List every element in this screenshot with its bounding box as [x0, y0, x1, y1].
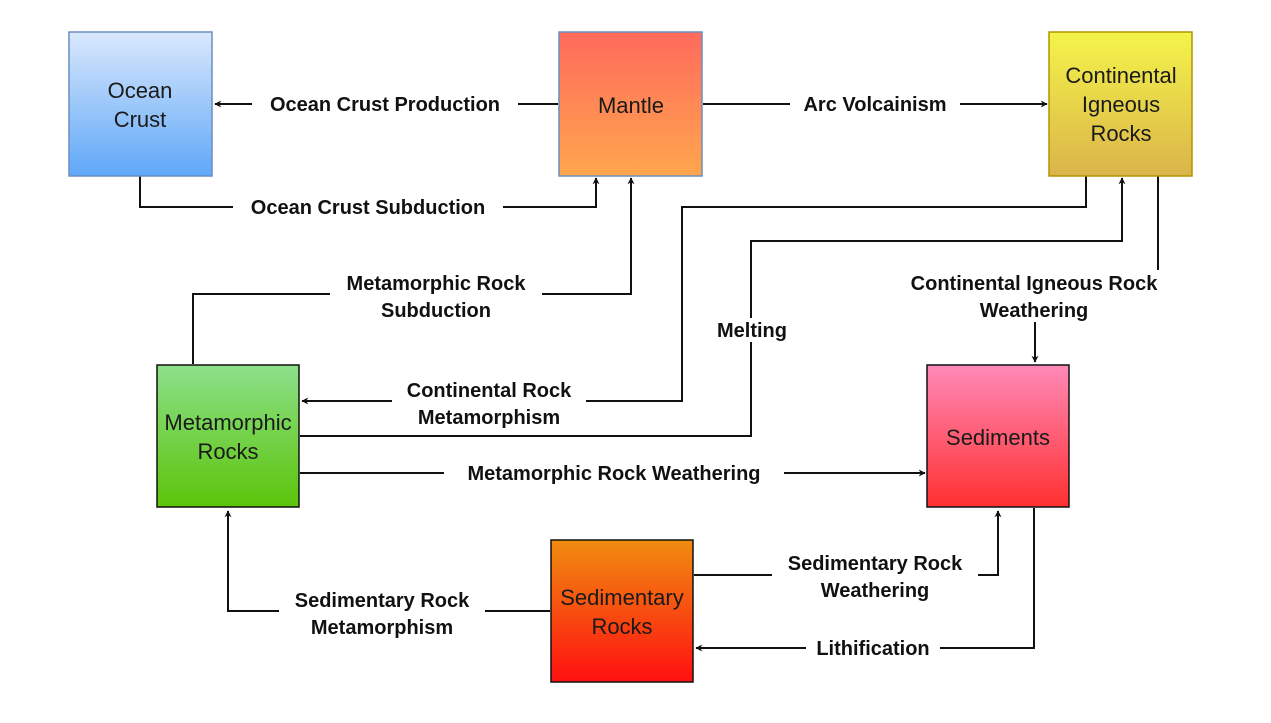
- node-label: Rocks: [591, 614, 652, 639]
- label-metamorphic-rock-subduction: Metamorphic Rock Subduction: [330, 270, 542, 322]
- label-line: Sedimentary Rock: [295, 590, 470, 612]
- label-line: Sedimentary Rock: [788, 553, 963, 575]
- node-label: Crust: [114, 107, 167, 132]
- label-line: Continental Rock: [407, 380, 572, 402]
- edge-continental-igneous-weathering: [1031, 176, 1159, 363]
- label-continental-rock-metamorphism: Continental Rock Metamorphism: [392, 378, 586, 429]
- label-ocean-crust-subduction: Ocean Crust Subduction: [233, 195, 503, 219]
- node-sediments[interactable]: Sediments: [926, 364, 1070, 508]
- node-continental-igneous-rocks[interactable]: Continental Igneous Rocks: [1048, 31, 1193, 177]
- label-continental-igneous-weathering: Continental Igneous Rock Weathering: [890, 270, 1178, 322]
- edge-labels: Ocean Crust Production Arc Volcainism Oc…: [233, 92, 1178, 660]
- label-line: Metamorphic Rock: [347, 273, 527, 295]
- label-line: Ocean Crust Subduction: [251, 197, 485, 219]
- node-label: Mantle: [598, 93, 664, 118]
- node-label: Rocks: [197, 439, 258, 464]
- label-line: Weathering: [821, 580, 930, 602]
- label-line: Metamorphic Rock Weathering: [467, 463, 760, 485]
- label-ocean-crust-production: Ocean Crust Production: [252, 92, 518, 116]
- node-label: Igneous: [1082, 92, 1160, 117]
- label-metamorphic-rock-weathering: Metamorphic Rock Weathering: [444, 461, 784, 485]
- label-line: Metamorphism: [311, 617, 453, 639]
- node-label: Metamorphic: [164, 410, 291, 435]
- label-line: Subduction: [381, 300, 491, 322]
- node-metamorphic-rocks[interactable]: Metamorphic Rocks: [156, 364, 300, 508]
- label-line: Lithification: [816, 638, 929, 660]
- label-melting: Melting: [709, 318, 795, 342]
- label-lithification: Lithification: [806, 636, 940, 660]
- node-label: Rocks: [1090, 121, 1151, 146]
- node-label: Continental: [1065, 63, 1176, 88]
- node-mantle[interactable]: Mantle: [558, 31, 703, 177]
- node-label: Sediments: [946, 425, 1050, 450]
- label-sedimentary-rock-metamorphism: Sedimentary Rock Metamorphism: [279, 587, 485, 639]
- label-line: Continental Igneous Rock: [911, 273, 1159, 295]
- node-ocean-crust[interactable]: Ocean Crust: [68, 31, 213, 177]
- label-line: Melting: [717, 320, 787, 342]
- label-sedimentary-rock-weathering: Sedimentary Rock Weathering: [772, 551, 978, 603]
- label-line: Metamorphism: [418, 407, 560, 429]
- label-line: Ocean Crust Production: [270, 94, 500, 116]
- node-label: Ocean: [108, 78, 173, 103]
- label-line: Arc Volcainism: [803, 94, 946, 116]
- node-label: Sedimentary: [560, 585, 684, 610]
- label-line: Weathering: [980, 300, 1089, 322]
- edge-melting: [300, 177, 1126, 437]
- label-arc-volcanism: Arc Volcainism: [790, 92, 960, 116]
- node-sedimentary-rocks[interactable]: Sedimentary Rocks: [550, 539, 694, 683]
